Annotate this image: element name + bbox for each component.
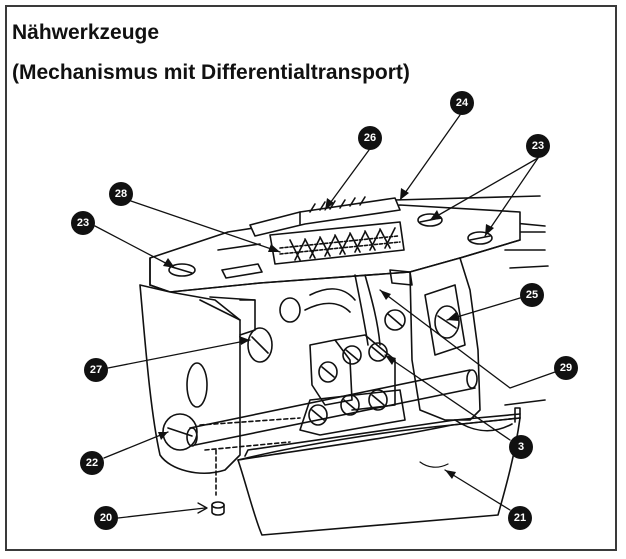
shaft [186,369,478,447]
arrowheads [158,188,494,479]
leader-29 [379,289,556,389]
screw-blocks [299,334,406,436]
callout-label: 23 [532,140,544,152]
callout-label: 24 [456,97,469,109]
callout-28: 28 [109,182,133,206]
leader-22 [103,431,169,459]
callout-29: 29 [554,356,578,380]
callout-25: 25 [520,283,544,307]
inner-mechanism [239,274,406,363]
dashed-guides [199,417,301,496]
leader-23b-1 [429,157,539,221]
small-pin [211,501,225,516]
callout-label: 22 [86,457,98,469]
callout-21: 21 [508,506,532,530]
callout-label: 27 [90,364,102,376]
diagram-title: Nähwerkzeuge [12,21,160,44]
leader-23b-2 [484,157,539,237]
callouts: 23 23 24 25 26 27 28 29 [71,91,578,530]
diagram-subtitle: (Mechanismus mit Differentialtransport) [12,61,410,84]
callout-label: 29 [560,362,572,374]
leader-27 [107,339,251,369]
leader-21 [444,469,511,511]
callout-27: 27 [84,358,108,382]
callout-26: 26 [358,126,382,150]
leader-23a [94,225,176,269]
leader-lines [94,114,556,511]
callout-label: 26 [364,132,376,144]
leader-26 [324,149,370,211]
callout-23-left: 23 [71,211,95,235]
feed-dog [269,221,405,265]
callout-label: 28 [115,188,127,200]
leader-20 [117,507,206,519]
leader-3 [384,354,511,441]
leader-20-arrow [197,502,208,514]
callout-label: 23 [77,217,89,229]
callout-23-right: 23 [526,134,550,158]
callout-22: 22 [80,451,104,475]
callout-3: 3 [509,435,533,459]
leader-28 [127,199,281,253]
top-bar [249,196,401,237]
callout-label: 25 [526,289,538,301]
callout-20: 20 [94,506,118,530]
callout-label: 20 [100,512,112,524]
callout-label: 3 [518,441,524,453]
callout-label: 21 [514,512,526,524]
leader-24 [399,114,461,201]
leader-25 [446,297,521,321]
callout-24: 24 [450,91,474,115]
